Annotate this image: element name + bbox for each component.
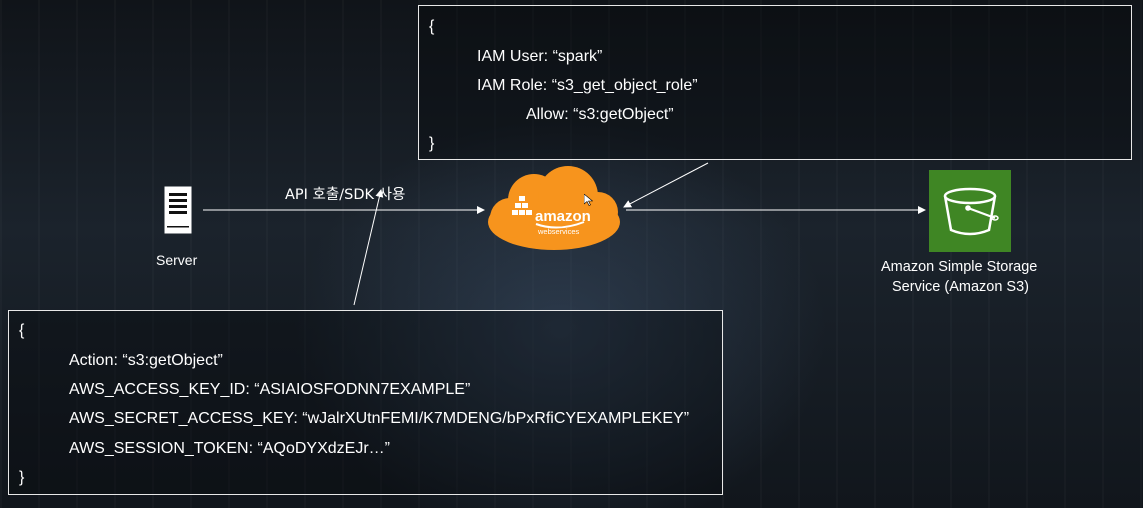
iam-close-brace: }: [429, 135, 435, 152]
api-call-label: API 호출/SDK 사용: [285, 187, 406, 203]
secret-access-key-line: AWS_SECRET_ACCESS_KEY: “wJalrXUtnFEMI/K7…: [69, 410, 690, 427]
iam-role-line: IAM Role: “s3_get_object_role”: [477, 77, 698, 94]
session-token-line: AWS_SESSION_TOKEN: “AQoDYXdzEJr…”: [69, 440, 390, 457]
aws-cloud-icon: amazon webservices: [486, 166, 622, 257]
cred-open-brace: {: [19, 322, 25, 339]
server-icon: [164, 186, 192, 239]
mouse-cursor-icon: [583, 193, 594, 211]
s3-label-line2: Service (Amazon S3): [892, 279, 1029, 295]
iam-to-aws-arrow: [623, 162, 709, 208]
access-key-id-line: AWS_ACCESS_KEY_ID: “ASIAIOSFODNN7EXAMPLE…: [69, 381, 471, 398]
aws-sub-text: webservices: [537, 227, 580, 236]
s3-label-line1: Amazon Simple Storage: [881, 259, 1038, 275]
cred-close-brace: }: [19, 469, 25, 486]
credentials-to-api-arrow: [353, 189, 384, 306]
iam-open-brace: {: [429, 18, 435, 35]
iam-policy-box: { IAM User: “spark” IAM Role: “s3_get_ob…: [418, 5, 1132, 160]
action-line: Action: “s3:getObject”: [69, 352, 223, 369]
iam-allow-line: Allow: “s3:getObject”: [526, 106, 674, 123]
server-label: Server: [156, 252, 198, 268]
iam-user-line: IAM User: “spark”: [477, 48, 603, 65]
s3-bucket-icon: [929, 170, 1011, 257]
aws-logo-text: amazon: [535, 208, 591, 225]
credentials-box: { Action: “s3:getObject” AWS_ACCESS_KEY_…: [8, 310, 723, 495]
